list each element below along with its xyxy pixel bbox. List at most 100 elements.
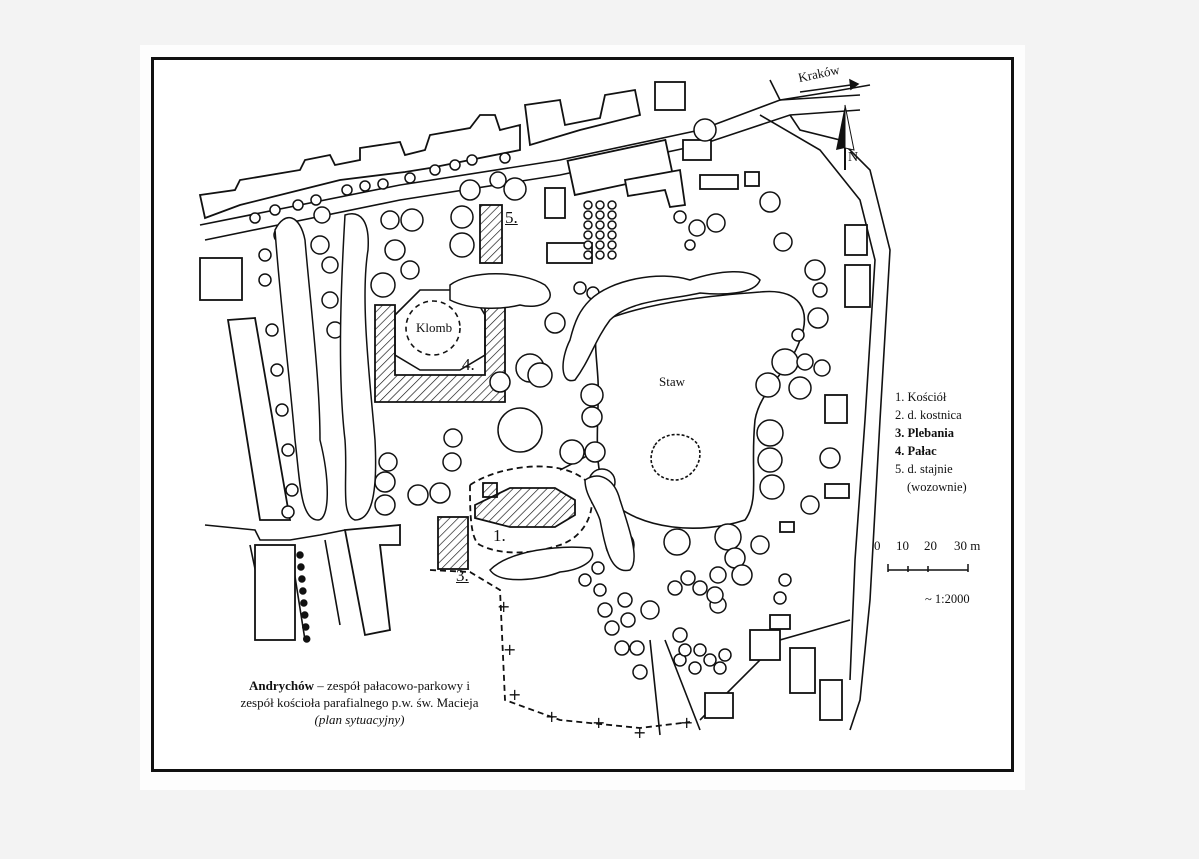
church-building xyxy=(474,487,576,528)
tree xyxy=(400,260,420,280)
building-east-1 xyxy=(844,224,868,256)
tree xyxy=(380,210,400,230)
orchard-tree xyxy=(607,240,617,250)
tree xyxy=(503,177,527,201)
flowerbed-frame xyxy=(394,289,486,371)
tree-belt-north xyxy=(449,273,551,310)
building-se-1 xyxy=(749,629,781,661)
tree xyxy=(269,204,281,216)
legend: 1. Kościół 2. d. kostnica 3. Plebania 4.… xyxy=(895,388,967,496)
tree xyxy=(310,235,330,255)
orchard-tree xyxy=(583,230,593,240)
tree-belts xyxy=(274,213,761,581)
tree xyxy=(706,586,724,604)
tree xyxy=(285,483,299,497)
legend-item-3: 3. Plebania xyxy=(895,426,955,440)
tree xyxy=(771,348,799,376)
tree xyxy=(265,323,279,337)
tree xyxy=(341,184,353,196)
alley-tree xyxy=(301,611,309,619)
building-east-3 xyxy=(824,394,848,424)
alley-tree xyxy=(296,551,304,559)
church-wall-dashed xyxy=(469,465,593,554)
tree xyxy=(270,363,284,377)
tree xyxy=(581,406,603,428)
tree xyxy=(813,359,831,377)
caption-line2: zespół kościoła parafialnego p.w. św. Ma… xyxy=(240,695,479,710)
svg-text:+: + xyxy=(503,640,516,659)
tree xyxy=(249,212,261,224)
tree xyxy=(714,523,742,551)
stable-building xyxy=(479,204,503,264)
tree xyxy=(374,494,396,516)
building-se-4 xyxy=(704,692,734,719)
tree-belt-west xyxy=(274,217,328,521)
tree xyxy=(459,179,481,201)
building-row-north xyxy=(198,114,521,220)
orchard-tree xyxy=(595,230,605,240)
street-southwest-c xyxy=(324,539,341,626)
trees xyxy=(249,118,841,680)
caption-title: Andrychów xyxy=(249,678,315,693)
map-caption: Andrychów – zespół pałacowo-parkowy i ze… xyxy=(222,677,497,728)
number-label-1: 1. xyxy=(493,526,506,545)
tree-belt-west-2 xyxy=(339,213,377,521)
building-se-2 xyxy=(789,647,816,694)
cemetery-crosses: +++ ++++ xyxy=(497,597,693,742)
tree xyxy=(450,205,474,229)
tree xyxy=(378,452,398,472)
number-label-5: 5. xyxy=(505,208,518,227)
tree xyxy=(667,580,683,596)
building-small-2 xyxy=(744,171,760,187)
road-east-inner xyxy=(759,114,876,681)
caption-title-rest: – zespół pałacowo-parkowy i xyxy=(317,678,470,693)
tree xyxy=(632,664,648,680)
tree xyxy=(384,239,406,261)
svg-text:+: + xyxy=(633,723,646,742)
building-sw-1 xyxy=(254,544,296,641)
scale-bar-icon xyxy=(887,564,969,572)
legend-item-1: 1. Kościół xyxy=(895,390,947,404)
tree xyxy=(788,376,812,400)
alley-tree xyxy=(302,623,310,631)
building-se-3 xyxy=(819,679,843,721)
tree xyxy=(759,191,781,213)
tree xyxy=(359,180,371,192)
orchard-tree xyxy=(595,210,605,220)
tree xyxy=(620,612,636,628)
tree xyxy=(614,640,630,656)
street-west xyxy=(204,524,346,541)
tree xyxy=(497,407,543,453)
orchard-tree xyxy=(595,240,605,250)
tree xyxy=(693,643,707,657)
svg-text:+: + xyxy=(545,707,558,726)
scale-tick-10: 10 xyxy=(896,538,909,553)
tree xyxy=(281,443,295,457)
number-label-3: 3. xyxy=(456,566,469,585)
orchard-tree xyxy=(583,240,593,250)
orchard-tree xyxy=(595,220,605,230)
tree xyxy=(692,580,708,596)
tree xyxy=(580,383,604,407)
orchard-tree xyxy=(583,220,593,230)
legend-item-5b: (wozownie) xyxy=(907,480,967,494)
tree xyxy=(819,447,841,469)
orchard-tree xyxy=(607,200,617,210)
pond-island xyxy=(650,433,701,481)
tree xyxy=(292,199,304,211)
tree xyxy=(672,627,688,643)
tree xyxy=(597,602,613,618)
tree xyxy=(442,452,462,472)
tree xyxy=(573,281,587,295)
tree xyxy=(404,172,416,184)
building-east-2 xyxy=(844,264,871,308)
tree xyxy=(578,573,592,587)
tree xyxy=(693,118,717,142)
north-arrow-icon xyxy=(836,104,855,170)
tree xyxy=(796,353,814,371)
alley-tree xyxy=(298,575,306,583)
tree-belt-east xyxy=(562,271,761,382)
cemetery-wall xyxy=(429,569,691,729)
alley-tree xyxy=(299,587,307,595)
